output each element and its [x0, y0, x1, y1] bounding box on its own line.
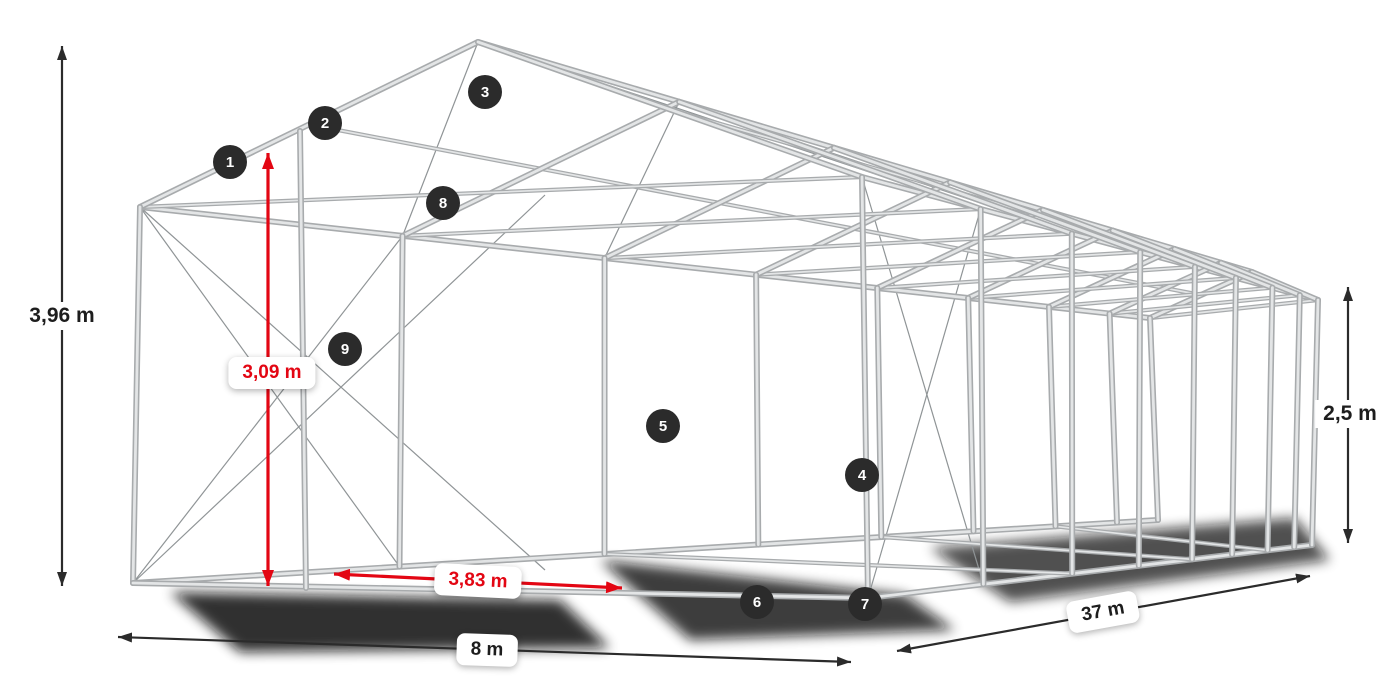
callout-badge-5[interactable]: 5 — [646, 409, 680, 443]
frame-lines — [130, 39, 1321, 601]
callout-badge-7[interactable]: 7 — [848, 587, 882, 621]
dim-label-total-height: 3,96 m — [21, 302, 103, 330]
callout-badge-3[interactable]: 3 — [468, 75, 502, 109]
callout-badge-6[interactable]: 6 — [740, 585, 774, 619]
dim-label-width: 8 m — [456, 633, 518, 667]
callout-badge-8[interactable]: 8 — [426, 186, 460, 220]
callout-badge-1[interactable]: 1 — [213, 145, 247, 179]
dim-label-inner-width: 3,83 m — [433, 562, 523, 600]
callout-badge-2[interactable]: 2 — [308, 106, 342, 140]
callout-badge-9[interactable]: 9 — [328, 332, 362, 366]
dim-label-inner-height: 3,09 m — [228, 357, 316, 389]
callout-badge-4[interactable]: 4 — [845, 458, 879, 492]
dim-label-side-height: 2,5 m — [1315, 400, 1385, 428]
